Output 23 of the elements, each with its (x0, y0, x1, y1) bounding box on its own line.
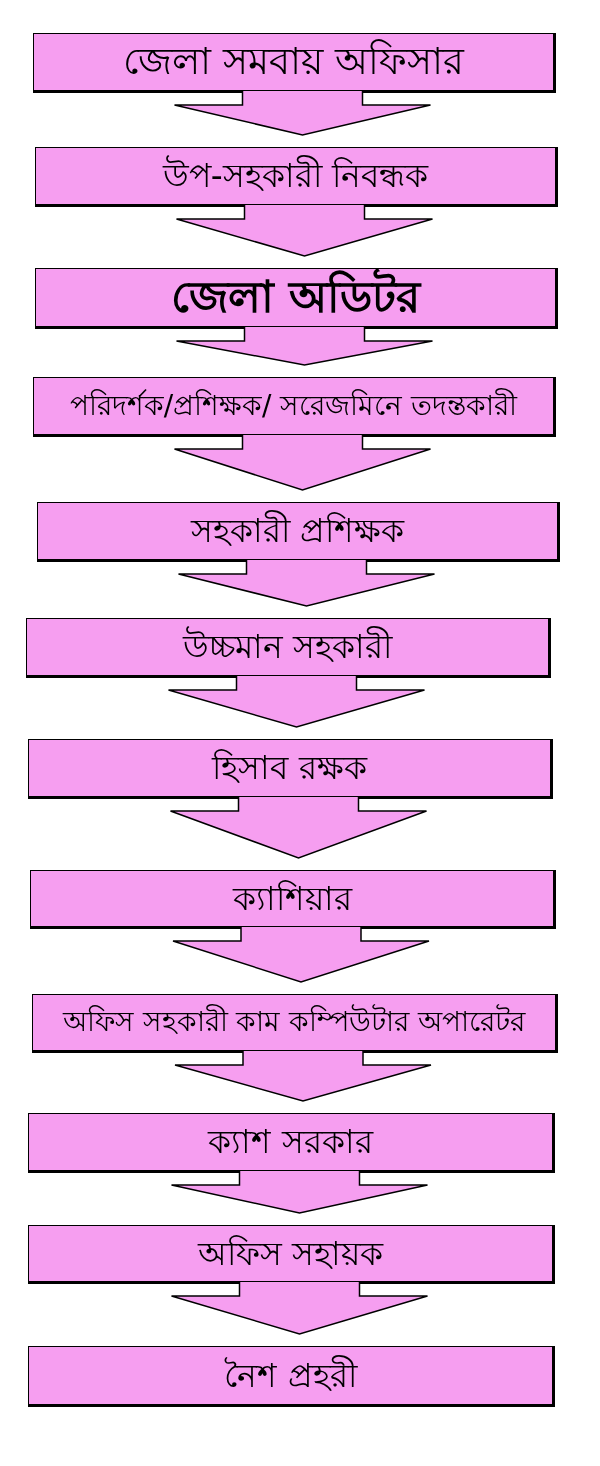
block-arrow (175, 204, 434, 257)
block-arrow (167, 675, 426, 728)
block-arrow (170, 1170, 429, 1214)
block-arrow (170, 1281, 429, 1335)
block-arrow (173, 90, 432, 136)
process-box: জেলা অডিটর (35, 268, 558, 329)
process-box: নৈশ প্রহরী (28, 1346, 555, 1407)
block-arrow (169, 796, 428, 859)
block-arrow (172, 926, 430, 983)
process-box: ক্যাশ সরকার (28, 1113, 555, 1173)
process-box: সহকারী প্রশিক্ষক (37, 502, 560, 562)
process-box: অফিস সহায়ক (28, 1225, 555, 1284)
block-arrow (174, 1050, 432, 1102)
process-box: হিসাব রক্ষক (28, 739, 553, 799)
block-arrow (175, 326, 434, 366)
block-arrow (177, 559, 436, 607)
process-box: ক্যাশিয়ার (30, 870, 556, 929)
process-box: জেলা সমবায় অফিসার (33, 33, 556, 93)
process-box: উচ্চমান সহকারী (26, 618, 551, 678)
process-box: পরিদর্শক/প্রশিক্ষক/ সরেজমিনে তদন্তকারী (33, 377, 556, 437)
process-box: উপ-সহকারী নিবন্ধক (35, 147, 558, 207)
process-box: অফিস সহকারী কাম কম্পিউটার অপারেটর (32, 994, 558, 1053)
block-arrow (173, 434, 432, 491)
